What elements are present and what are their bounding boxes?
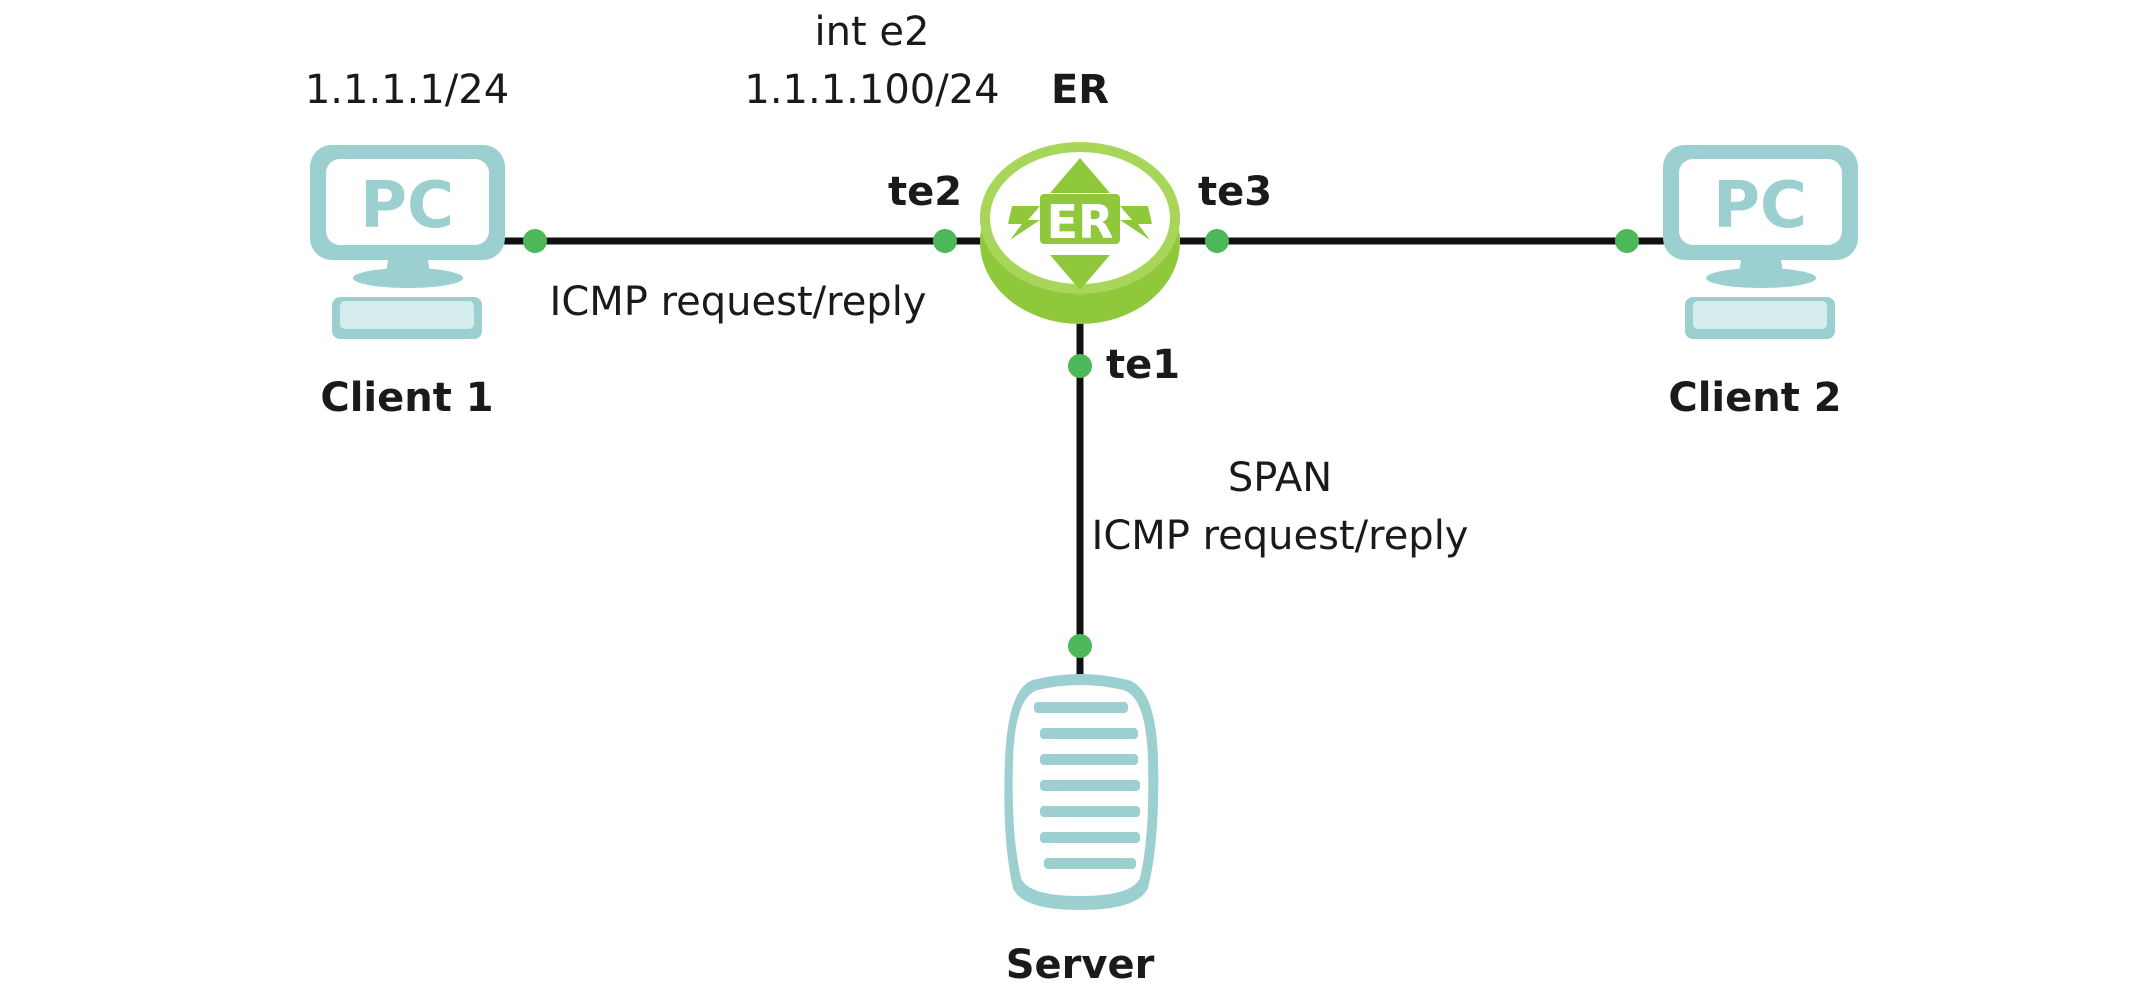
port-dots xyxy=(523,229,1639,658)
client1-label: Client 1 xyxy=(320,375,494,421)
client1-pc-icon-text: PC xyxy=(360,169,454,243)
server-port-dot xyxy=(1068,634,1092,658)
te2-port-dot xyxy=(933,229,957,253)
client2-pc-icon: PC xyxy=(1663,145,1858,339)
te1-port-label: te1 xyxy=(1105,342,1181,388)
er-router-icon: ER xyxy=(980,142,1180,324)
client2-port-dot xyxy=(1615,229,1639,253)
router-interface-name: int e2 xyxy=(814,9,930,55)
client1-link-caption: ICMP request/reply xyxy=(549,279,927,325)
er-router-icon-text: ER xyxy=(1047,195,1114,249)
te3-port-dot xyxy=(1205,229,1229,253)
server-icon xyxy=(1004,674,1159,910)
client2-pc-icon-text: PC xyxy=(1713,169,1807,243)
te1-port-dot xyxy=(1068,354,1092,378)
server-link-caption-span: SPAN xyxy=(1227,455,1333,501)
client2-label: Client 2 xyxy=(1668,375,1842,421)
router-label: ER xyxy=(1050,67,1110,113)
client1-pc-icon: PC xyxy=(310,145,505,339)
router-interface-address: 1.1.1.100/24 xyxy=(744,67,1000,113)
client1-port-dot xyxy=(523,229,547,253)
server-label: Server xyxy=(1005,942,1155,988)
te3-port-label: te3 xyxy=(1197,169,1273,215)
te2-port-label: te2 xyxy=(887,169,963,215)
links xyxy=(500,237,1665,690)
client1-address: 1.1.1.1/24 xyxy=(304,67,510,113)
server-link-caption-icmp: ICMP request/reply xyxy=(1091,513,1469,559)
